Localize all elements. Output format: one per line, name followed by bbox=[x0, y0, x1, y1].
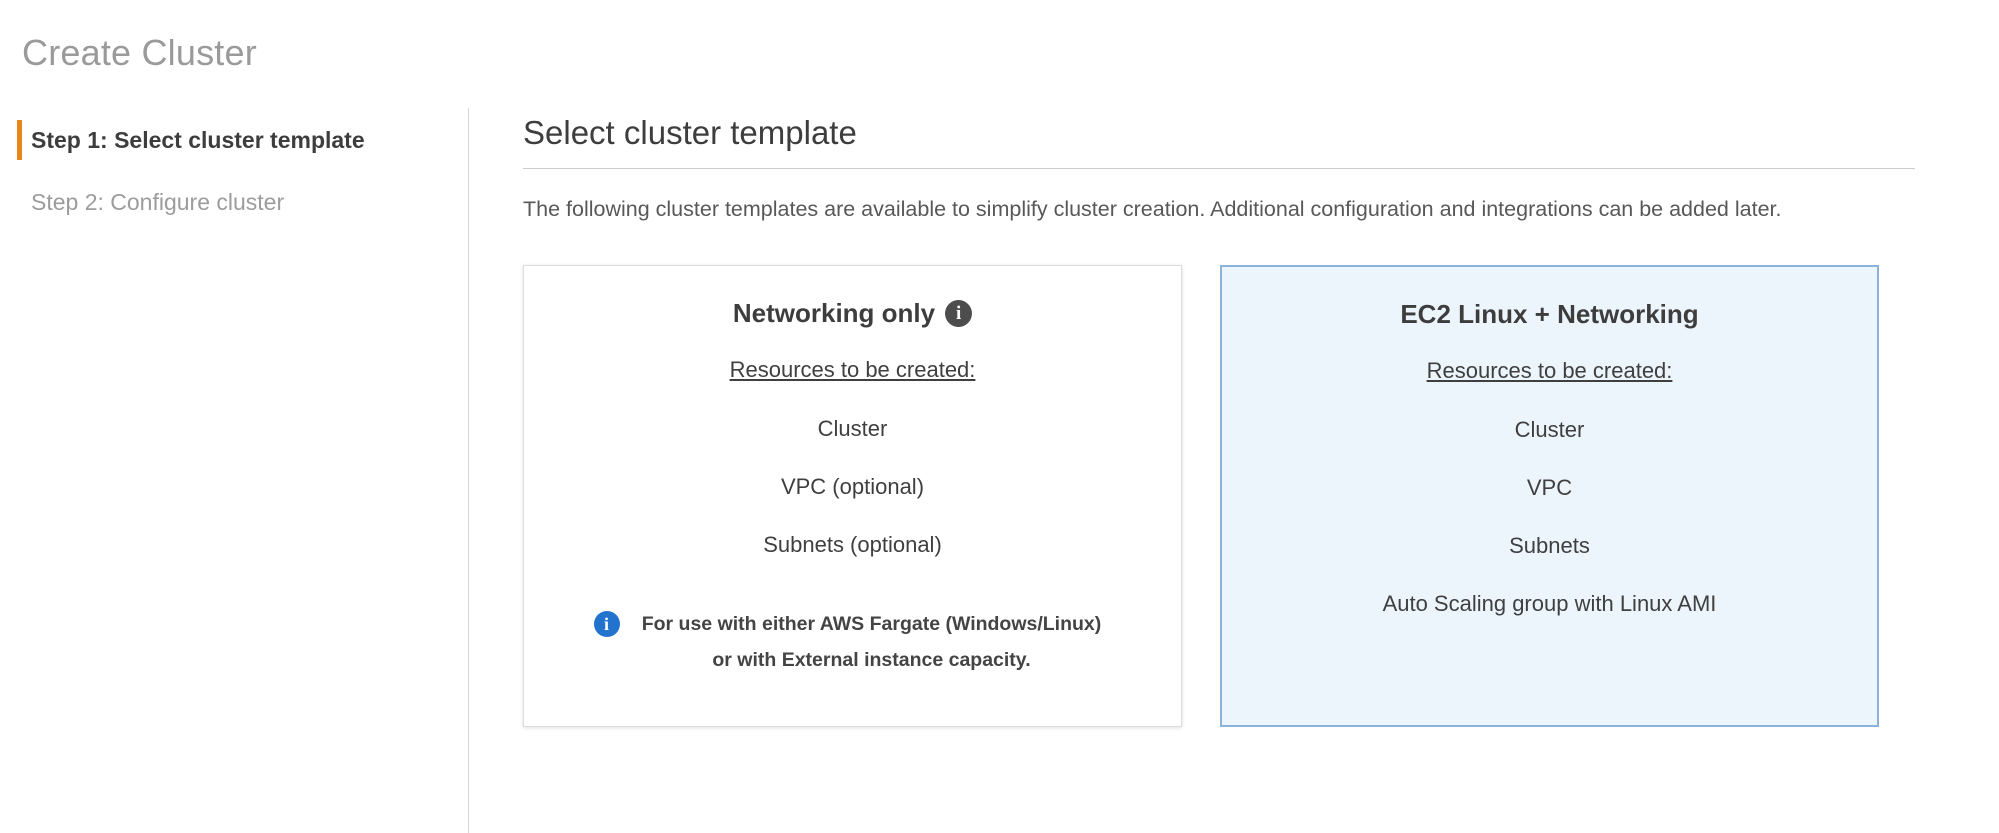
info-icon[interactable]: i bbox=[945, 300, 973, 327]
card-title: EC2 Linux + Networking bbox=[1400, 297, 1698, 332]
resource-item: Cluster bbox=[1514, 417, 1585, 442]
resource-item: Subnets (optional) bbox=[763, 532, 942, 557]
resource-item: Cluster bbox=[817, 416, 888, 441]
page-title: Create Cluster bbox=[22, 32, 257, 73]
card-title-label: EC2 Linux + Networking bbox=[1400, 299, 1699, 329]
main-content: Select cluster template The following cl… bbox=[469, 108, 1999, 833]
section-description: The following cluster templates are avai… bbox=[523, 197, 1782, 221]
section-divider bbox=[523, 168, 1915, 169]
section-heading: Select cluster template bbox=[523, 114, 857, 151]
step-nav-item-configure-cluster[interactable]: Step 2: Configure cluster bbox=[31, 189, 285, 215]
resource-item: VPC (optional) bbox=[780, 474, 925, 499]
step-nav: Step 1: Select cluster template Step 2: … bbox=[0, 108, 469, 833]
template-card-networking-only[interactable]: Networking only i Resources to be create… bbox=[523, 265, 1182, 727]
layout-row: Step 1: Select cluster template Step 2: … bbox=[0, 108, 1999, 833]
card-note-text: For use with either AWS Fargate (Windows… bbox=[641, 613, 1102, 671]
template-cards-row: Networking only i Resources to be create… bbox=[523, 265, 1915, 727]
template-card-ec2-linux-networking[interactable]: EC2 Linux + Networking Resources to be c… bbox=[1220, 265, 1879, 727]
resources-heading: Resources to be created: bbox=[729, 357, 976, 382]
resource-item: VPC bbox=[1526, 475, 1573, 500]
resource-item: Auto Scaling group with Linux AMI bbox=[1382, 591, 1717, 616]
card-title-label: Networking only bbox=[732, 298, 936, 328]
step-nav-item-select-cluster-template[interactable]: Step 1: Select cluster template bbox=[17, 120, 468, 160]
card-note: i For use with either AWS Fargate (Windo… bbox=[593, 606, 1112, 678]
info-icon: i bbox=[593, 611, 620, 637]
resource-item: Subnets bbox=[1509, 533, 1590, 558]
card-title: Networking only i bbox=[732, 296, 973, 331]
resources-heading: Resources to be created: bbox=[1426, 358, 1673, 383]
